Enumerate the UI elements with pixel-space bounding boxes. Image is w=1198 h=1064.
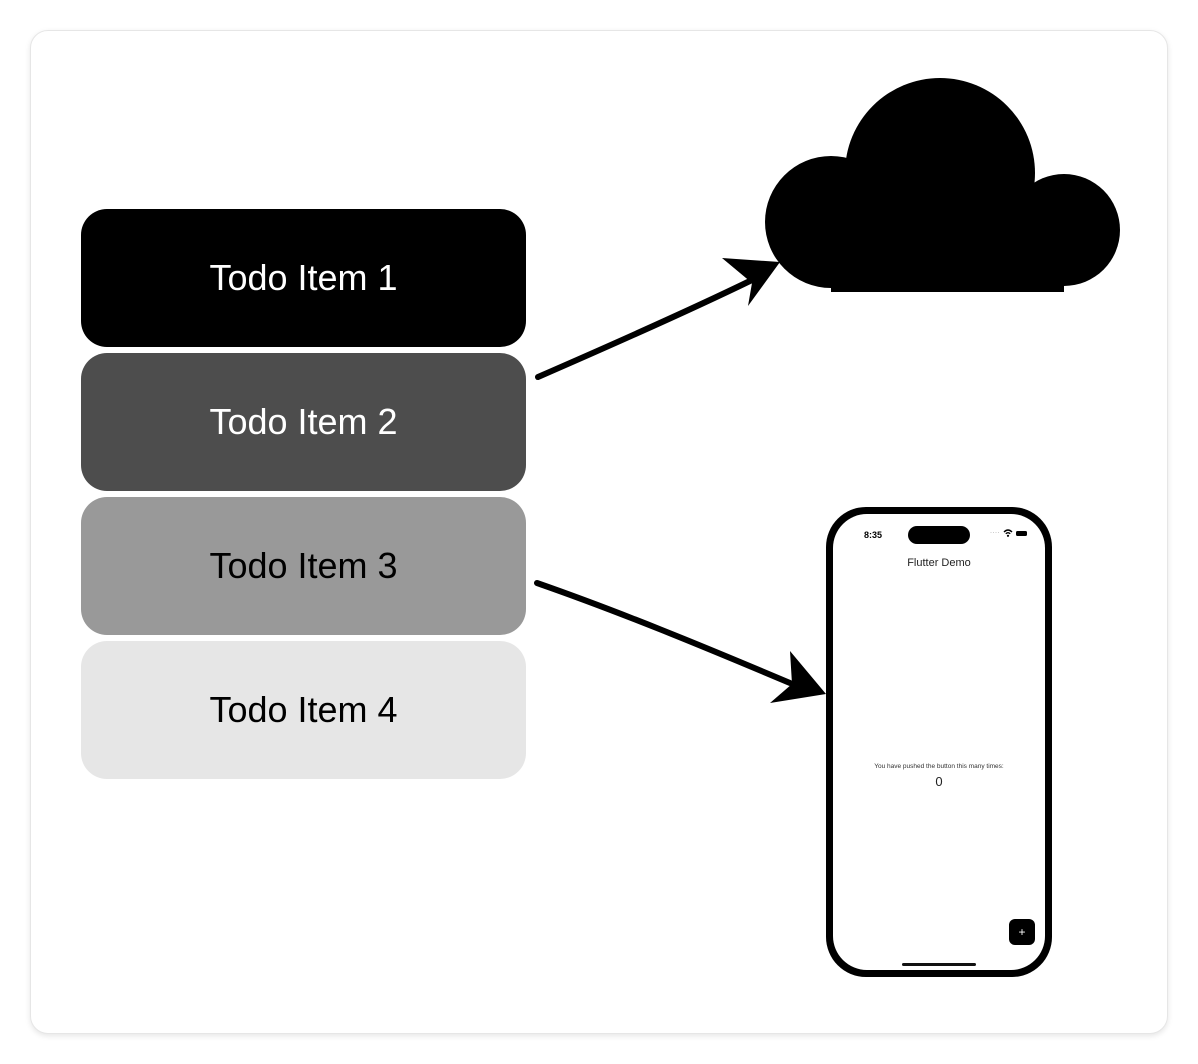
todo-item-4-label: Todo Item 4 (209, 689, 398, 730)
counter-message: You have pushed the button this many tim… (874, 763, 1004, 770)
signal-icon: ···· (990, 530, 1000, 536)
app-title: Flutter Demo (907, 557, 971, 569)
status-icons: ···· (990, 529, 1027, 537)
plus-icon: + (1018, 925, 1026, 939)
status-time: 8:35 (864, 530, 883, 540)
battery-icon (1016, 530, 1027, 536)
dynamic-island (908, 526, 970, 544)
wifi-icon (1003, 529, 1013, 537)
todo-item-4: Todo Item 4 (81, 641, 526, 779)
todo-item-1: Todo Item 1 (81, 209, 526, 347)
increment-button[interactable]: + (1009, 919, 1035, 945)
todo-item-3: Todo Item 3 (81, 497, 526, 635)
todo-item-2-label: Todo Item 2 (209, 401, 398, 442)
counter-value: 0 (935, 774, 943, 789)
todo-item-3-label: Todo Item 3 (209, 545, 398, 586)
arrow-to-phone (534, 580, 826, 703)
phone-mockup: 8:35 ···· Flutter Demo You have pushed t… (826, 507, 1052, 977)
phone-screen: 8:35 ···· Flutter Demo You have pushed t… (833, 514, 1045, 970)
home-indicator (902, 963, 976, 966)
cloud-icon (765, 78, 1120, 292)
arrow-to-cloud (535, 258, 780, 380)
todo-item-2: Todo Item 2 (81, 353, 526, 491)
todo-item-1-label: Todo Item 1 (209, 257, 398, 298)
